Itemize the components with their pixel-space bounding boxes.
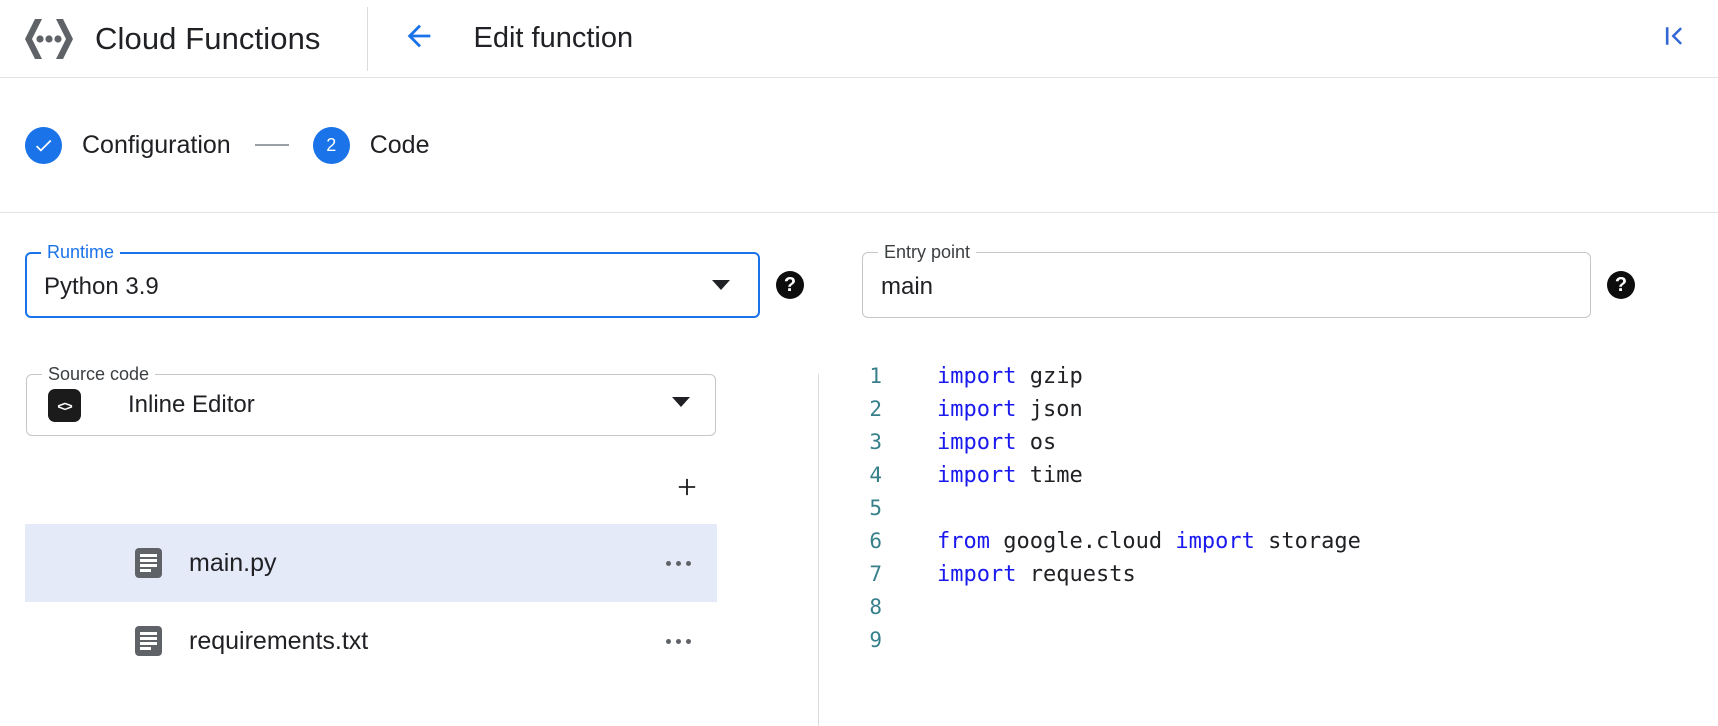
step-code[interactable]: 2 Code bbox=[312, 126, 430, 164]
file-overflow-menu-button[interactable] bbox=[660, 629, 697, 654]
code-keyword: from bbox=[937, 529, 990, 554]
code-keyword: import bbox=[937, 397, 1017, 422]
file-list-item-main-py[interactable]: main.py bbox=[25, 524, 717, 602]
file-name: requirements.txt bbox=[189, 626, 369, 655]
entry-point-help-icon[interactable]: ? bbox=[1607, 271, 1635, 299]
runtime-value: Python 3.9 bbox=[44, 273, 159, 300]
code-identifier: requests bbox=[1016, 562, 1136, 587]
code-line: 1 import gzip bbox=[830, 360, 1710, 393]
line-number: 6 bbox=[869, 529, 882, 553]
code-identifier: storage bbox=[1254, 529, 1361, 554]
code-line: 9 bbox=[830, 624, 1710, 657]
step-configuration-label: Configuration bbox=[82, 130, 231, 159]
brand[interactable]: Cloud Functions bbox=[0, 0, 321, 77]
code-keyword: import bbox=[937, 430, 1017, 455]
entry-point-input[interactable] bbox=[862, 252, 1591, 318]
code-identifier: os bbox=[1016, 430, 1057, 455]
file-list-item-requirements-txt[interactable]: requirements.txt bbox=[25, 602, 717, 680]
line-number: 4 bbox=[869, 463, 882, 487]
panel-divider bbox=[818, 374, 819, 726]
code-text: import time bbox=[937, 459, 1083, 492]
code-text: from google.cloud import storage bbox=[937, 525, 1361, 558]
file-icon bbox=[135, 548, 162, 578]
line-number: 8 bbox=[869, 595, 882, 619]
code-keyword: import bbox=[937, 562, 1017, 587]
runtime-select[interactable] bbox=[25, 252, 760, 318]
first-page-icon bbox=[1659, 21, 1689, 56]
files-toolbar bbox=[25, 452, 717, 522]
step-code-label: Code bbox=[369, 130, 430, 159]
wizard-stepper: Configuration 2 Code bbox=[0, 78, 1718, 213]
line-number: 1 bbox=[869, 364, 882, 388]
entry-point-label: Entry point bbox=[878, 243, 977, 261]
code-keyword: import bbox=[937, 463, 1017, 488]
source-code-chevron-down-icon[interactable] bbox=[672, 397, 690, 407]
file-overflow-menu-button[interactable] bbox=[660, 551, 697, 576]
code-line: 2 import json bbox=[830, 393, 1710, 426]
arrow-left-icon bbox=[402, 19, 436, 58]
step-code-marker: 2 bbox=[312, 126, 350, 164]
source-code-value: Inline Editor bbox=[128, 391, 255, 418]
code-line: 7 import requests bbox=[830, 558, 1710, 591]
code-line: 5 bbox=[830, 492, 1710, 525]
line-number: 5 bbox=[869, 496, 882, 520]
code-line: 4 import time bbox=[830, 459, 1710, 492]
entry-point-value: main bbox=[881, 273, 934, 300]
inline-editor-code-icon: <> bbox=[48, 389, 81, 422]
file-name: main.py bbox=[189, 548, 277, 577]
code-keyword: import bbox=[937, 364, 1017, 389]
step-connector bbox=[254, 144, 289, 146]
code-identifier: json bbox=[1016, 397, 1083, 422]
app-header: Cloud Functions Edit function bbox=[0, 0, 1718, 78]
brand-title: Cloud Functions bbox=[95, 20, 321, 56]
page-title: Edit function bbox=[473, 22, 634, 54]
code-line: 3 import os bbox=[830, 426, 1710, 459]
code-identifier: time bbox=[1016, 463, 1083, 488]
line-number: 2 bbox=[869, 397, 882, 421]
step-configuration[interactable]: Configuration bbox=[25, 126, 231, 164]
line-number: 3 bbox=[869, 430, 882, 454]
code-text: import os bbox=[937, 426, 1056, 459]
source-code-select[interactable] bbox=[26, 374, 716, 436]
cloud-functions-logo-icon bbox=[22, 12, 76, 66]
runtime-label: Runtime bbox=[41, 243, 121, 261]
code-identifier: gzip bbox=[1016, 364, 1083, 389]
runtime-help-icon[interactable]: ? bbox=[776, 271, 804, 299]
code-line: 8 bbox=[830, 591, 1710, 624]
header-divider bbox=[366, 6, 368, 71]
back-button[interactable] bbox=[396, 16, 442, 62]
code-text: import json bbox=[937, 393, 1083, 426]
line-number: 9 bbox=[869, 628, 882, 652]
runtime-chevron-down-icon[interactable] bbox=[712, 280, 730, 290]
code-editor[interactable]: 1 import gzip 2 import json 3 import os 4 impor… bbox=[830, 360, 1710, 726]
code-text: import requests bbox=[937, 558, 1136, 591]
step-configuration-marker bbox=[25, 126, 62, 164]
code-keyword: import bbox=[1175, 529, 1255, 554]
code-identifier: google.cloud bbox=[989, 529, 1176, 554]
code-line: 6 from google.cloud import storage bbox=[830, 525, 1710, 558]
file-icon bbox=[135, 626, 162, 656]
line-number: 7 bbox=[869, 562, 882, 586]
code-text: import gzip bbox=[937, 360, 1083, 393]
collapse-panel-button[interactable] bbox=[1652, 17, 1696, 61]
add-file-button[interactable] bbox=[665, 465, 709, 509]
source-code-label: Source code bbox=[42, 365, 156, 383]
